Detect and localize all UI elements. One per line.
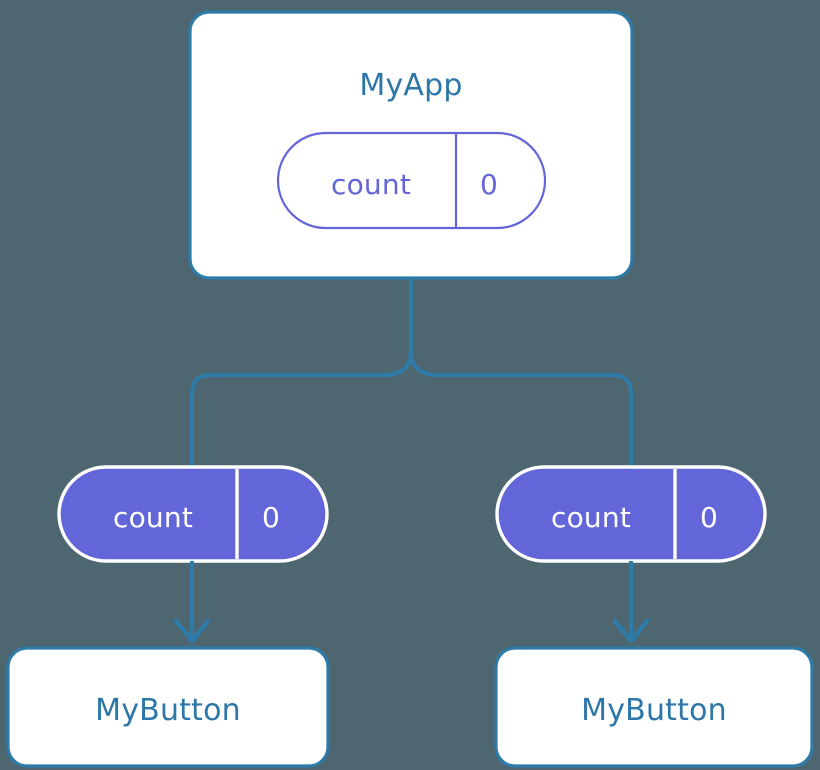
- branch-right: count 0 MyButton: [494, 465, 814, 768]
- myapp-state-pill-value: 0: [480, 168, 498, 201]
- myapp-box-border: [188, 10, 634, 280]
- mybutton-right-box-fill: [496, 648, 812, 766]
- node-myapp[interactable]: MyApp count 0: [188, 10, 634, 280]
- connector-group: [189, 278, 634, 466]
- right-prop-pill-value: 0: [700, 501, 718, 534]
- node-mybutton-left[interactable]: MyButton: [6, 646, 330, 768]
- left-prop-pill-key: count: [113, 501, 193, 534]
- mybutton-left-box-fill: [8, 648, 328, 766]
- branch-left: count 0 MyButton: [6, 465, 330, 768]
- mybutton-left-box-border: [6, 646, 330, 768]
- connector-fork-right: [408, 351, 634, 466]
- myapp-state-pill[interactable]: count 0: [276, 131, 547, 230]
- right-arrow-head: [612, 618, 650, 644]
- right-prop-pill[interactable]: count 0: [495, 465, 767, 563]
- left-arrow-head: [173, 618, 211, 644]
- mybutton-left-title: MyButton: [95, 693, 241, 728]
- node-mybutton-right[interactable]: MyButton: [494, 646, 814, 768]
- right-prop-pill-shape: [495, 465, 767, 563]
- myapp-title: MyApp: [359, 68, 462, 103]
- left-arrow: [173, 561, 211, 644]
- right-prop-pill-key: count: [551, 501, 631, 534]
- myapp-state-pill-key: count: [331, 168, 411, 201]
- mybutton-right-box-border: [494, 646, 814, 768]
- left-prop-pill-shape: [57, 465, 329, 563]
- left-prop-pill-value: 0: [262, 501, 280, 534]
- connector-fork-left: [189, 351, 414, 466]
- right-arrow: [612, 561, 650, 644]
- myapp-state-pill-shape: [276, 131, 547, 230]
- left-prop-pill[interactable]: count 0: [57, 465, 329, 563]
- mybutton-right-title: MyButton: [581, 693, 727, 728]
